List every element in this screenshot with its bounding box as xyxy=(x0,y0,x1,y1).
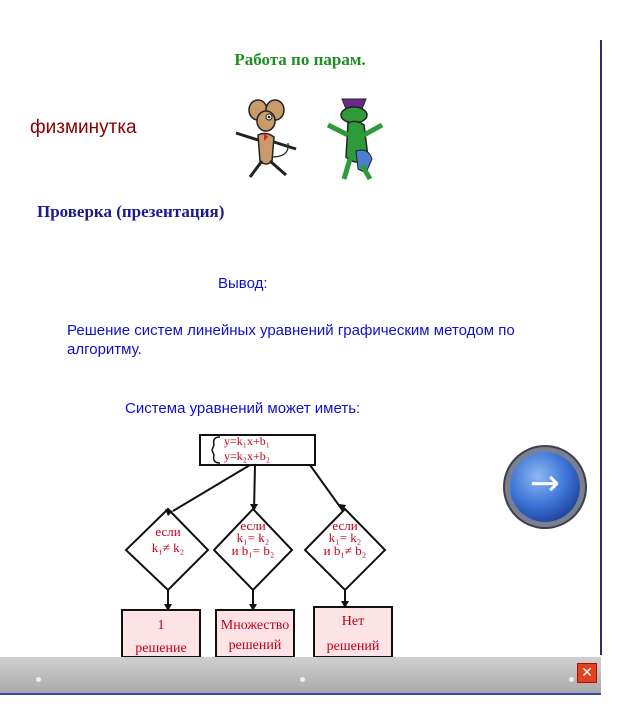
result-box-right xyxy=(313,606,393,657)
fizminutka-label: физминутка xyxy=(30,117,137,138)
dancing-crocodile-image xyxy=(326,98,384,181)
left-cond-1: если xyxy=(155,524,180,539)
solution-text: Решение систем линейных уравнений графич… xyxy=(67,322,515,358)
system-can-have-text: Система уравнений может иметь: xyxy=(125,400,361,417)
toolbar-dot-right xyxy=(569,677,574,682)
equation-box xyxy=(199,434,316,466)
left-cond-2: k₁≠ k₂ xyxy=(152,540,184,555)
toolbar-dot-middle xyxy=(300,677,305,682)
conclusion-label: Вывод: xyxy=(218,275,268,292)
arrow-middle xyxy=(253,464,256,512)
check-presentation-heading: Проверка (презентация) xyxy=(37,202,225,221)
flowchart: y=k₁x+b₁ y=k₂x+b₂ если k₁≠ k₂ если k₁= k… xyxy=(121,434,393,657)
next-slide-button[interactable]: → xyxy=(510,452,580,522)
arrow-left xyxy=(172,464,251,512)
mid-result-1: Множество xyxy=(221,618,290,633)
toolbar-dot-left xyxy=(36,677,41,682)
result-box-left xyxy=(121,609,201,657)
slide-title: Работа по парам. xyxy=(234,50,366,69)
left-result-1: 1 xyxy=(158,618,165,633)
mid-cond-3: и b₁= b₂ xyxy=(232,543,275,558)
right-result-2: решений xyxy=(327,639,380,654)
left-result-2: решение xyxy=(135,641,186,656)
close-button[interactable]: ✕ xyxy=(577,663,597,683)
slide-right-border xyxy=(600,40,602,655)
mid-cond-2: k₁= k₂ xyxy=(237,530,270,545)
right-cond-1: если xyxy=(332,518,357,533)
close-icon: ✕ xyxy=(581,665,593,681)
right-cond-3: и b₁≠ b₂ xyxy=(324,543,367,558)
dancing-mouse-image xyxy=(235,99,297,178)
mid-cond-1: если xyxy=(240,518,265,533)
right-result-1: Нет xyxy=(342,614,364,629)
right-cond-2: k₁= k₂ xyxy=(329,530,362,545)
bottom-toolbar xyxy=(0,657,601,695)
equation-line-2: y=k₂x+b₂ xyxy=(224,449,270,463)
arrow-right xyxy=(309,464,344,512)
equation-line-1: y=k₁x+b₁ xyxy=(224,434,270,448)
mid-result-2: решений xyxy=(229,638,282,653)
arrow-right-icon: → xyxy=(529,463,561,504)
result-box-middle xyxy=(215,609,295,657)
